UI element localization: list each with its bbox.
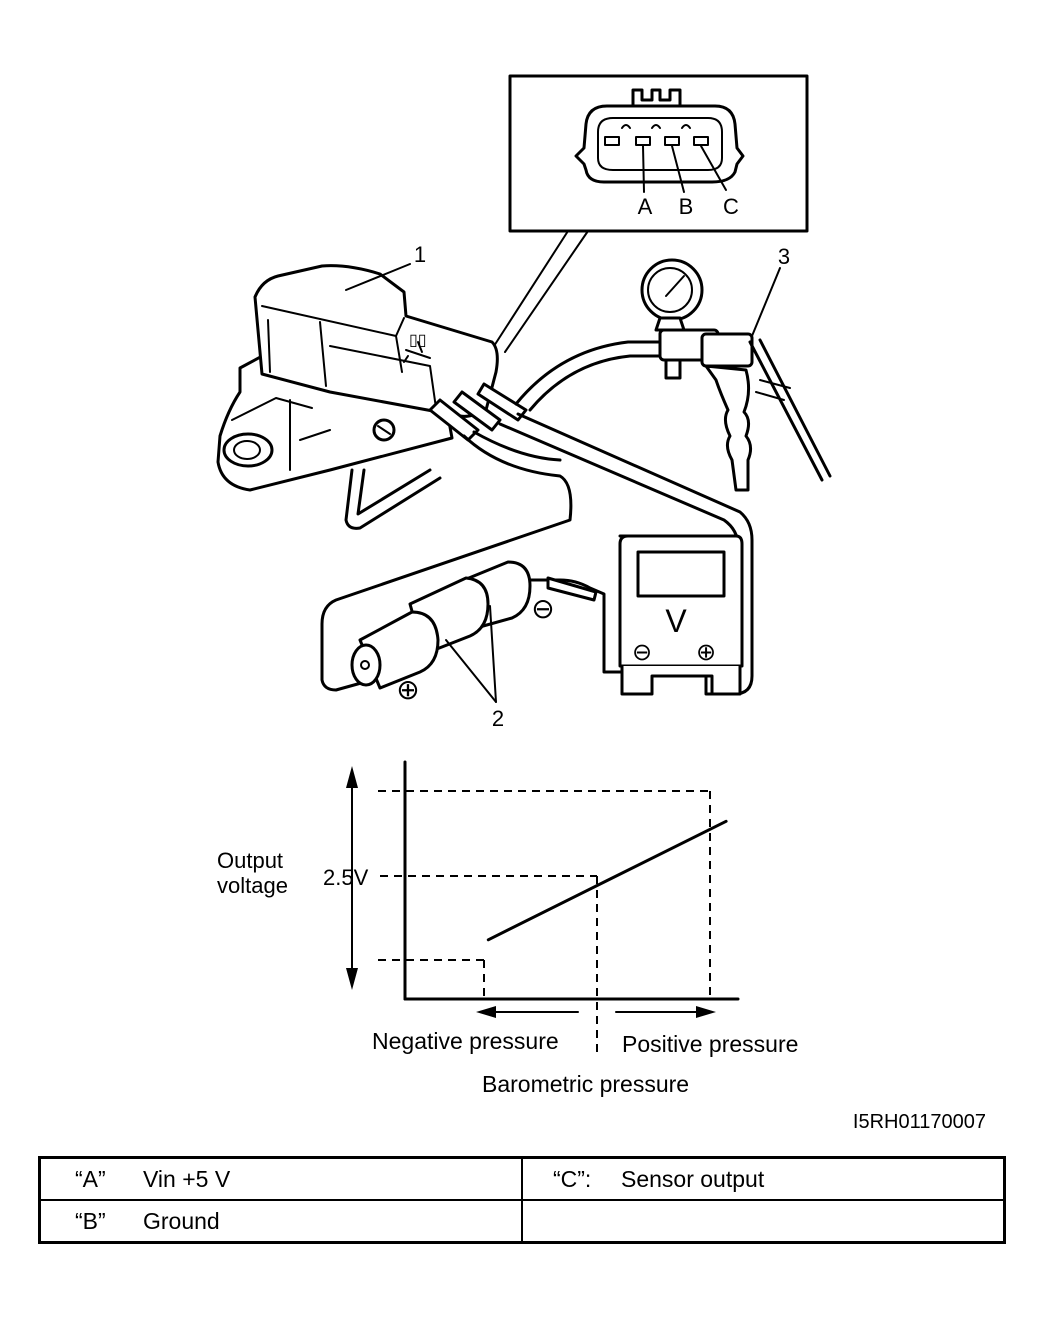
y-axis-label-line2: voltage [217, 873, 288, 898]
gauge-face [647, 267, 693, 313]
pin-c-leader [700, 145, 727, 191]
voltmeter-display [636, 550, 726, 598]
lead-battery-positive-2 [472, 430, 562, 462]
pin-b-label: B [679, 194, 694, 219]
battery-terminal [360, 660, 370, 670]
legend-key: “B” [75, 1207, 106, 1234]
callout-2: 2 [492, 706, 504, 731]
callout-3: 3 [778, 244, 790, 269]
callout-1: 1 [414, 242, 426, 267]
meter-plus-icon: ⊕ [696, 639, 716, 666]
probe-2 [452, 390, 502, 432]
pin-c [693, 136, 709, 146]
legend-cell: “B” Ground [38, 1199, 523, 1244]
voltmeter: V ⊖ ⊕ [618, 534, 744, 696]
inset-pointer-right [504, 230, 589, 353]
y-tick-label: 2.5V [323, 865, 369, 890]
meter-minus-icon: ⊖ [632, 639, 652, 666]
sensor-body-slots: ▯▯ [409, 332, 427, 349]
connector-latch-icon [631, 88, 682, 108]
pressure-sensor: ▯▯ 1 [216, 242, 499, 530]
vacuum-pump: 3 [514, 244, 832, 492]
batteries: ⊖ ⊕ 2 [350, 560, 632, 731]
sensor-hose-lower-inner [356, 468, 432, 516]
callout-3-leader [751, 267, 781, 337]
sensor-bolt-slot [377, 425, 391, 435]
battery-end [350, 643, 382, 687]
connector-cavity [597, 117, 723, 171]
pin-a [635, 136, 651, 146]
pump-trigger [755, 379, 791, 401]
x-label-center: Barometric pressure [482, 1071, 689, 1097]
pump-handle-2 [758, 338, 832, 478]
legend-key: “C”: [553, 1165, 592, 1192]
legend-row: “A” Vin +5 V “C”: Sensor output [38, 1156, 1006, 1201]
pin-b [664, 136, 680, 146]
callout-2-leader-b [489, 605, 497, 703]
x-label-negative: Negative pressure [372, 1028, 559, 1054]
legend-cell [521, 1199, 1006, 1244]
inset-pointer-left [493, 230, 569, 347]
mount-hole-inner [233, 440, 261, 460]
legend-cell: “C”: Sensor output [521, 1156, 1006, 1201]
connector-outline-icon [574, 104, 745, 184]
legend-value: Sensor output [621, 1165, 765, 1192]
positive-arrow-icon [696, 1006, 716, 1018]
figure-id: I5RH01170007 [853, 1111, 986, 1133]
x-label-positive: Positive pressure [622, 1031, 798, 1057]
pin-c-label: C [723, 194, 739, 219]
pump-handle [748, 340, 824, 482]
pin-dummy-left [604, 136, 620, 146]
legend-value: Vin +5 V [143, 1165, 231, 1192]
lead-battery-positive [320, 434, 573, 692]
probe-3 [476, 382, 528, 422]
y-axis-label-line1: Output [217, 848, 283, 873]
pump-grip [704, 364, 753, 492]
pump-cylinder [700, 332, 754, 368]
lead-meter-negative [528, 578, 632, 696]
inset-frame [508, 74, 809, 233]
pin-a-leader [642, 145, 645, 193]
probe-negative [546, 576, 598, 602]
connector-inset: A B C [493, 74, 809, 353]
gauge-stem [654, 316, 686, 332]
pump-valve [664, 358, 682, 380]
battery-plus-icon: ⊕ [396, 674, 419, 705]
callout-2-leader-a [445, 639, 497, 703]
vacuum-hose-inner [528, 354, 666, 412]
voltage-arrow-down-icon [346, 968, 358, 990]
voltage-arrow-up-icon [346, 766, 358, 788]
mount-hole [222, 432, 274, 468]
legend-key: “A” [75, 1165, 106, 1192]
lead-meter-positive-2 [498, 422, 740, 548]
gauge-needle [665, 275, 685, 297]
battery-minus-icon: ⊖ [531, 593, 554, 624]
voltmeter-feet [620, 664, 742, 696]
vacuum-hose [514, 340, 666, 406]
connector-latch-detail [403, 341, 431, 363]
callout-1-leader [345, 263, 411, 291]
sensor-body-edges [261, 305, 437, 409]
bracket-edges [231, 397, 331, 471]
pin-a-label: A [638, 194, 653, 219]
legend-cell: “A” Vin +5 V [38, 1156, 523, 1201]
pin-b-leader [671, 145, 685, 193]
legend-row: “B” Ground [38, 1199, 1006, 1244]
pin-legend-table: “A” Vin +5 V “C”: Sensor output “B” Ground [38, 1156, 1006, 1244]
output-voltage-chart: Output voltage 2.5V Negative pressure Po… [217, 760, 798, 1097]
pin-guides [621, 124, 691, 129]
legend-value: Ground [143, 1207, 220, 1234]
voltmeter-unit: V [665, 603, 687, 639]
sensor-bolt [372, 418, 396, 442]
negative-arrow-icon [476, 1006, 496, 1018]
chart-series-line [486, 819, 728, 942]
sensor-hose-lower [344, 468, 442, 530]
